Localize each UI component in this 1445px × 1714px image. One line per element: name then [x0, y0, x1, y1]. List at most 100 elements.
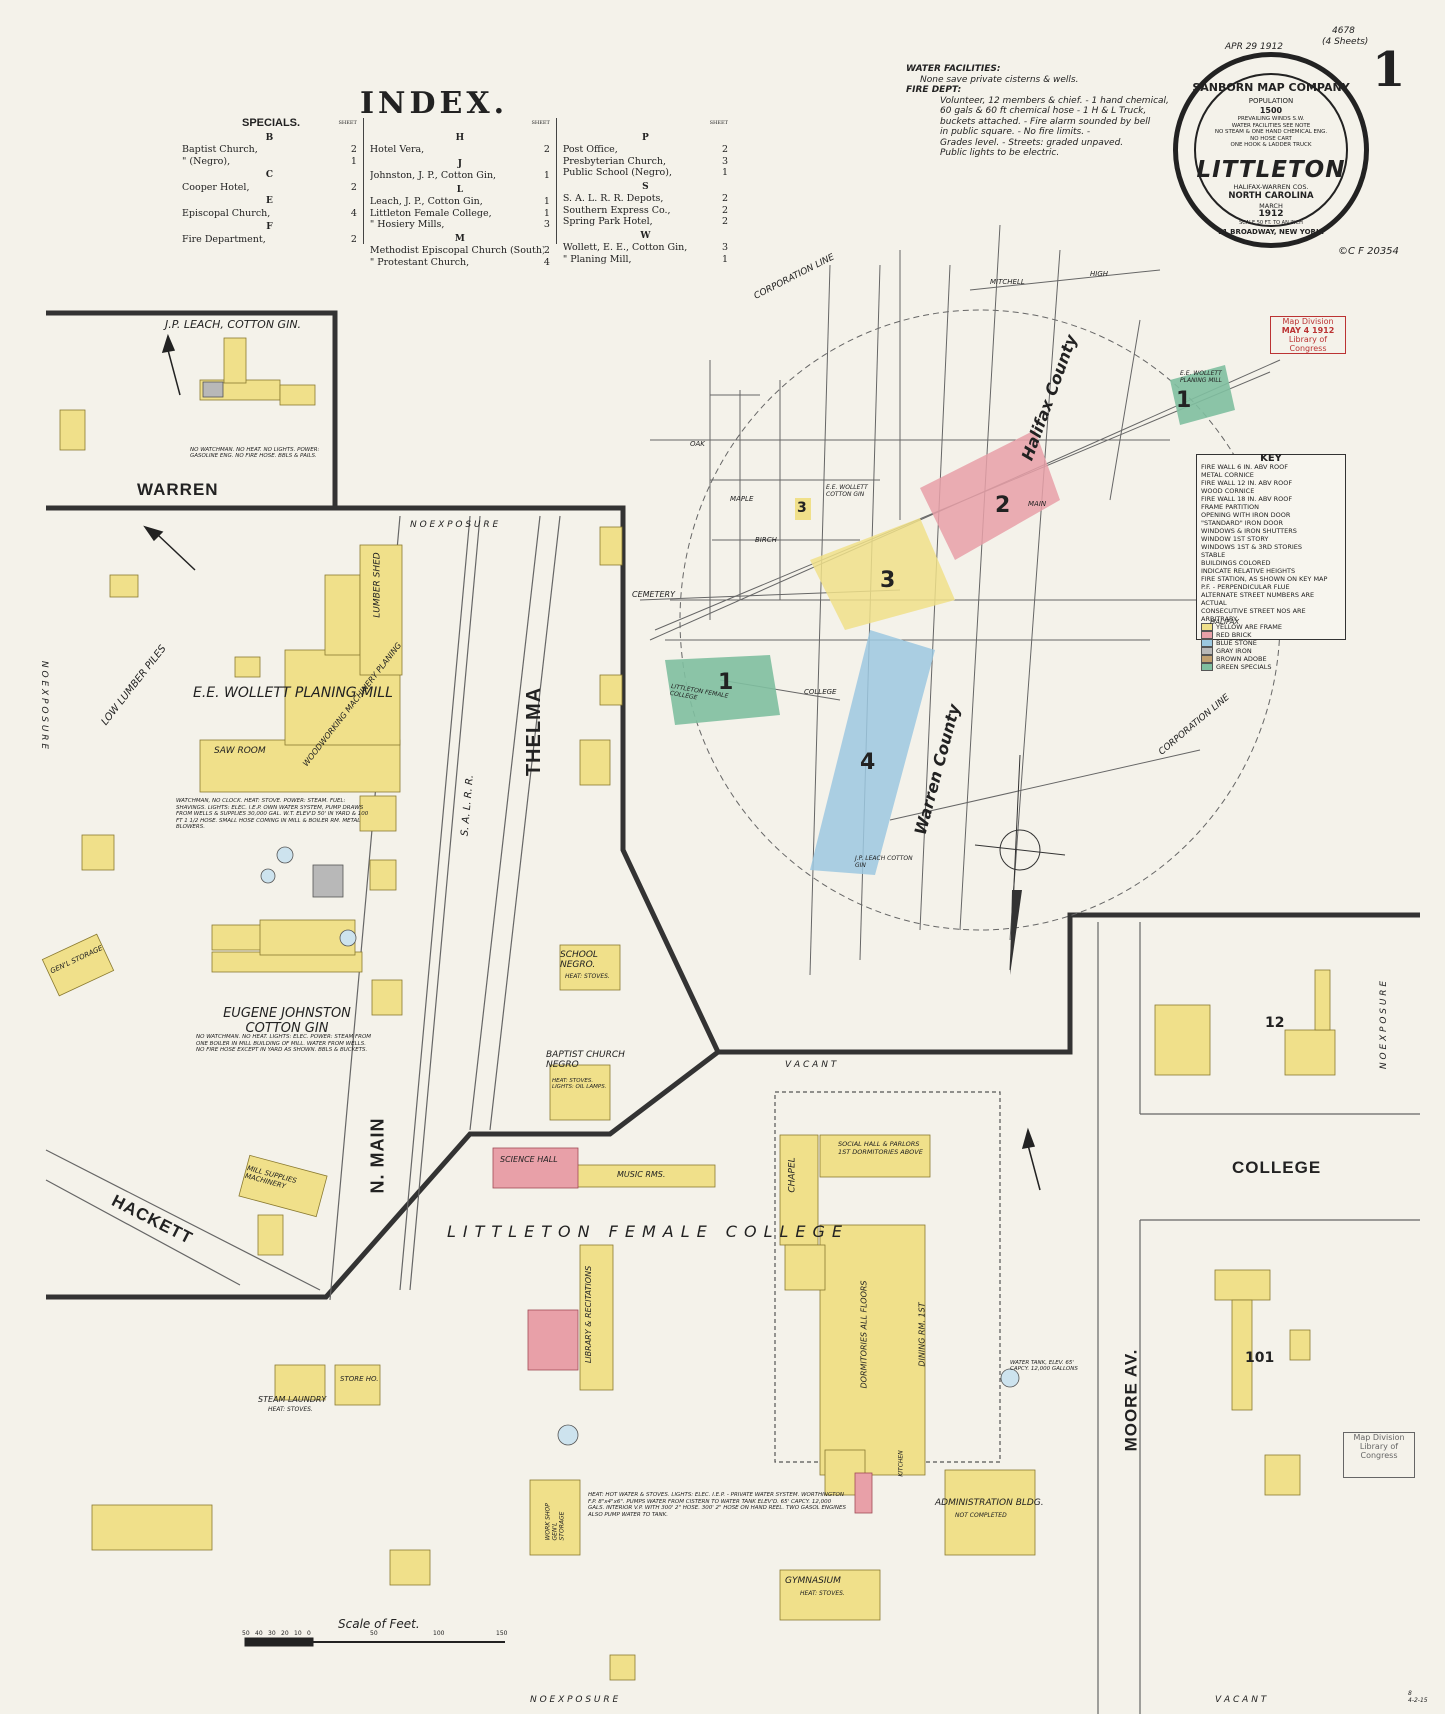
index-entry[interactable]: Littleton Female College, 1	[370, 208, 550, 220]
sanborn-seal: SANBORN MAP COMPANY POPULATION 1500 PREV…	[1173, 52, 1369, 248]
gin-note: NO WATCHMAN. NO HEAT. LIGHTS: ELEC. POWE…	[196, 1034, 372, 1053]
scale-tick: 10	[294, 1630, 302, 1637]
fire-note-line: 60 gals & 60 ft chemical hose - 1 H & L …	[940, 106, 1147, 116]
index-entry[interactable]: Hotel Vera,2	[370, 144, 550, 156]
index-entry-name: Johnston, J. P., Cotton Gin,	[369, 170, 497, 181]
copyright-number: ©C F 20354	[1338, 246, 1399, 257]
laundry-note: HEAT: STOVES.	[268, 1406, 313, 1413]
index-entry-name: " (Negro),	[182, 155, 231, 167]
keymap-sheet-1-mill[interactable]: 1	[1176, 388, 1192, 413]
index-letter: J	[457, 158, 462, 169]
index-entry-name: " Hosiery Mills,	[369, 219, 445, 230]
index-sheet-header: SHEET	[338, 120, 357, 126]
index-entry-sheet: 2	[721, 193, 728, 204]
scale-label: Scale of Feet.	[338, 1617, 420, 1631]
scale-tick: 50	[242, 1630, 250, 1637]
key-color-item: GREEN SPECIALS	[1201, 663, 1341, 671]
keymap-sheet-4[interactable]: 4	[860, 750, 876, 775]
scale-tick: 40	[255, 1630, 263, 1637]
scale-tick: 50	[370, 1630, 378, 1637]
index-letter: L	[456, 184, 464, 195]
index-entry[interactable]: Leach, J. P., Cotton Gin,1	[370, 196, 550, 208]
index-entry-sheet: 4	[350, 207, 357, 219]
seal-detail-line: NO STEAM & ONE HAND CHEMICAL ENG.	[1214, 129, 1328, 135]
key-color-item: BLUE STONE	[1201, 639, 1341, 647]
seal-ring	[1194, 73, 1348, 227]
scale-tick: 150	[496, 1630, 508, 1637]
index-entry-name: Southern Express Co.,	[562, 204, 671, 216]
index-entry[interactable]: Johnston, J. P., Cotton Gin,1	[370, 170, 550, 182]
index-entry[interactable]: Post Office,2	[563, 144, 728, 156]
key-line: WOOD CORNICE	[1201, 487, 1255, 495]
index-letter: B	[265, 132, 274, 143]
index-entry-name: Littleton Female College,	[369, 207, 492, 219]
stamp-division-lower: Map Division	[1353, 1433, 1405, 1442]
index-entry[interactable]: S. A. L. R. R. Depots,2	[563, 193, 728, 205]
keymap-leach-gin: J.P. LEACH COTTON GIN	[855, 855, 913, 869]
index-entry[interactable]: Episcopal Church,4	[182, 208, 357, 220]
index-entry[interactable]: Methodist Episcopal Church (South),2	[370, 245, 550, 257]
index-entry[interactable]: " Hosiery Mills,3	[370, 219, 550, 231]
index-letter: M	[454, 233, 465, 244]
index-entry[interactable]: " Protestant Church,4	[370, 257, 550, 269]
keymap-sheet-3-gin[interactable]: 3	[797, 500, 807, 516]
admin-note: NOT COMPLETED	[955, 1512, 1007, 1519]
keymap-sheet-3[interactable]: 3	[880, 568, 896, 593]
seal-town: LITTLETON	[1196, 157, 1346, 183]
index-entry[interactable]: Fire Department,2	[182, 234, 357, 246]
index-entry-sheet: 2	[543, 144, 550, 155]
file-number: 4678	[1332, 26, 1355, 36]
index-entry-name: Wollett, E. E., Cotton Gin,	[562, 242, 688, 253]
keymap-street-mitchell: MITCHELL	[990, 278, 1025, 286]
school-note: HEAT: STOVES.	[565, 973, 610, 980]
stamp-library: Library of Congress	[1288, 335, 1328, 353]
fire-note-line: in public square. - No fire limits. -	[940, 127, 1091, 137]
index-entry-sheet: 1	[543, 207, 550, 219]
vacant-bottom: V A C A N T	[1215, 1695, 1267, 1705]
key-color-swatch	[1201, 631, 1213, 639]
index-entry[interactable]: Cooper Hotel,2	[182, 182, 357, 194]
stamp-library-lower: Library of Congress	[1359, 1442, 1399, 1460]
index-entry-sheet: 3	[721, 155, 728, 167]
scale-tick: 100	[433, 1630, 445, 1637]
no-exposure-bottom: N O E X P O S U R E	[530, 1695, 619, 1705]
index-entry-name: Leach, J. P., Cotton Gin,	[369, 196, 483, 207]
school-negro-label: SCHOOL NEGRO.	[560, 950, 598, 970]
index-entry[interactable]: Wollett, E. E., Cotton Gin,3	[563, 242, 728, 254]
index-entry[interactable]: Public School (Negro),1	[563, 167, 728, 179]
index-entry[interactable]: Spring Park Hotel,2	[563, 216, 728, 228]
seal-detail-line: WATER FACILITIES SEE NOTE	[1231, 122, 1311, 129]
admin-bldg-label: ADMINISTRATION BLDG.	[935, 1498, 1044, 1508]
fire-note-line: Public lights to be electric.	[940, 148, 1060, 158]
index-letter: P	[642, 132, 649, 143]
index-entry[interactable]: Presbyterian Church, 3	[563, 156, 728, 168]
key-line: FRAME PARTITION	[1201, 503, 1259, 511]
fire-note-line: Grades level. - Streets: graded unpaved.	[940, 137, 1124, 148]
index-entry[interactable]: " Planing Mill,1	[563, 254, 728, 266]
key-line: WINDOW 1ST STORY	[1201, 535, 1269, 543]
keymap-sheet-1-college[interactable]: 1	[718, 670, 734, 695]
key-title: KEY	[1260, 453, 1282, 464]
key-color-item: YELLOW ARE FRAME	[1201, 623, 1341, 631]
index-entry[interactable]: " (Negro),1	[182, 156, 357, 168]
inset-note: NO WATCHMAN. NO HEAT. NO LIGHTS. POWER: …	[190, 447, 320, 459]
street-college: COLLEGE	[1232, 1158, 1322, 1177]
dining-label: DINING RM. 1ST	[917, 1302, 927, 1367]
seal-scale: SCALE 50 FT. TO AN INCH	[1239, 220, 1303, 226]
index-entry-name: Spring Park Hotel,	[562, 216, 653, 227]
index-entry[interactable]: Baptist Church,2	[182, 144, 357, 156]
keymap-street-main: MAIN	[1028, 500, 1047, 508]
key-line: FIRE WALL 18 IN. ABV ROOF	[1201, 495, 1293, 503]
keymap-sheet-2[interactable]: 2	[995, 493, 1011, 518]
water-heading: WATER FACILITIES:	[906, 64, 1001, 74]
index-entry[interactable]: Southern Express Co.,2	[563, 205, 728, 217]
key-color-label: RED BRICK	[1216, 631, 1252, 639]
inset-title: J.P. LEACH, COTTON GIN.	[165, 318, 302, 331]
social-hall-label: SOCIAL HALL & PARLORS 1ST DORMITORIES AB…	[838, 1140, 923, 1156]
key-color-swatch	[1201, 639, 1213, 647]
index-entry-name: Presbyterian Church,	[562, 155, 667, 167]
index-entry-name: Methodist Episcopal Church (South),	[369, 245, 544, 256]
facility-notes: WATER FACILITIES: None save private cist…	[906, 64, 1176, 159]
